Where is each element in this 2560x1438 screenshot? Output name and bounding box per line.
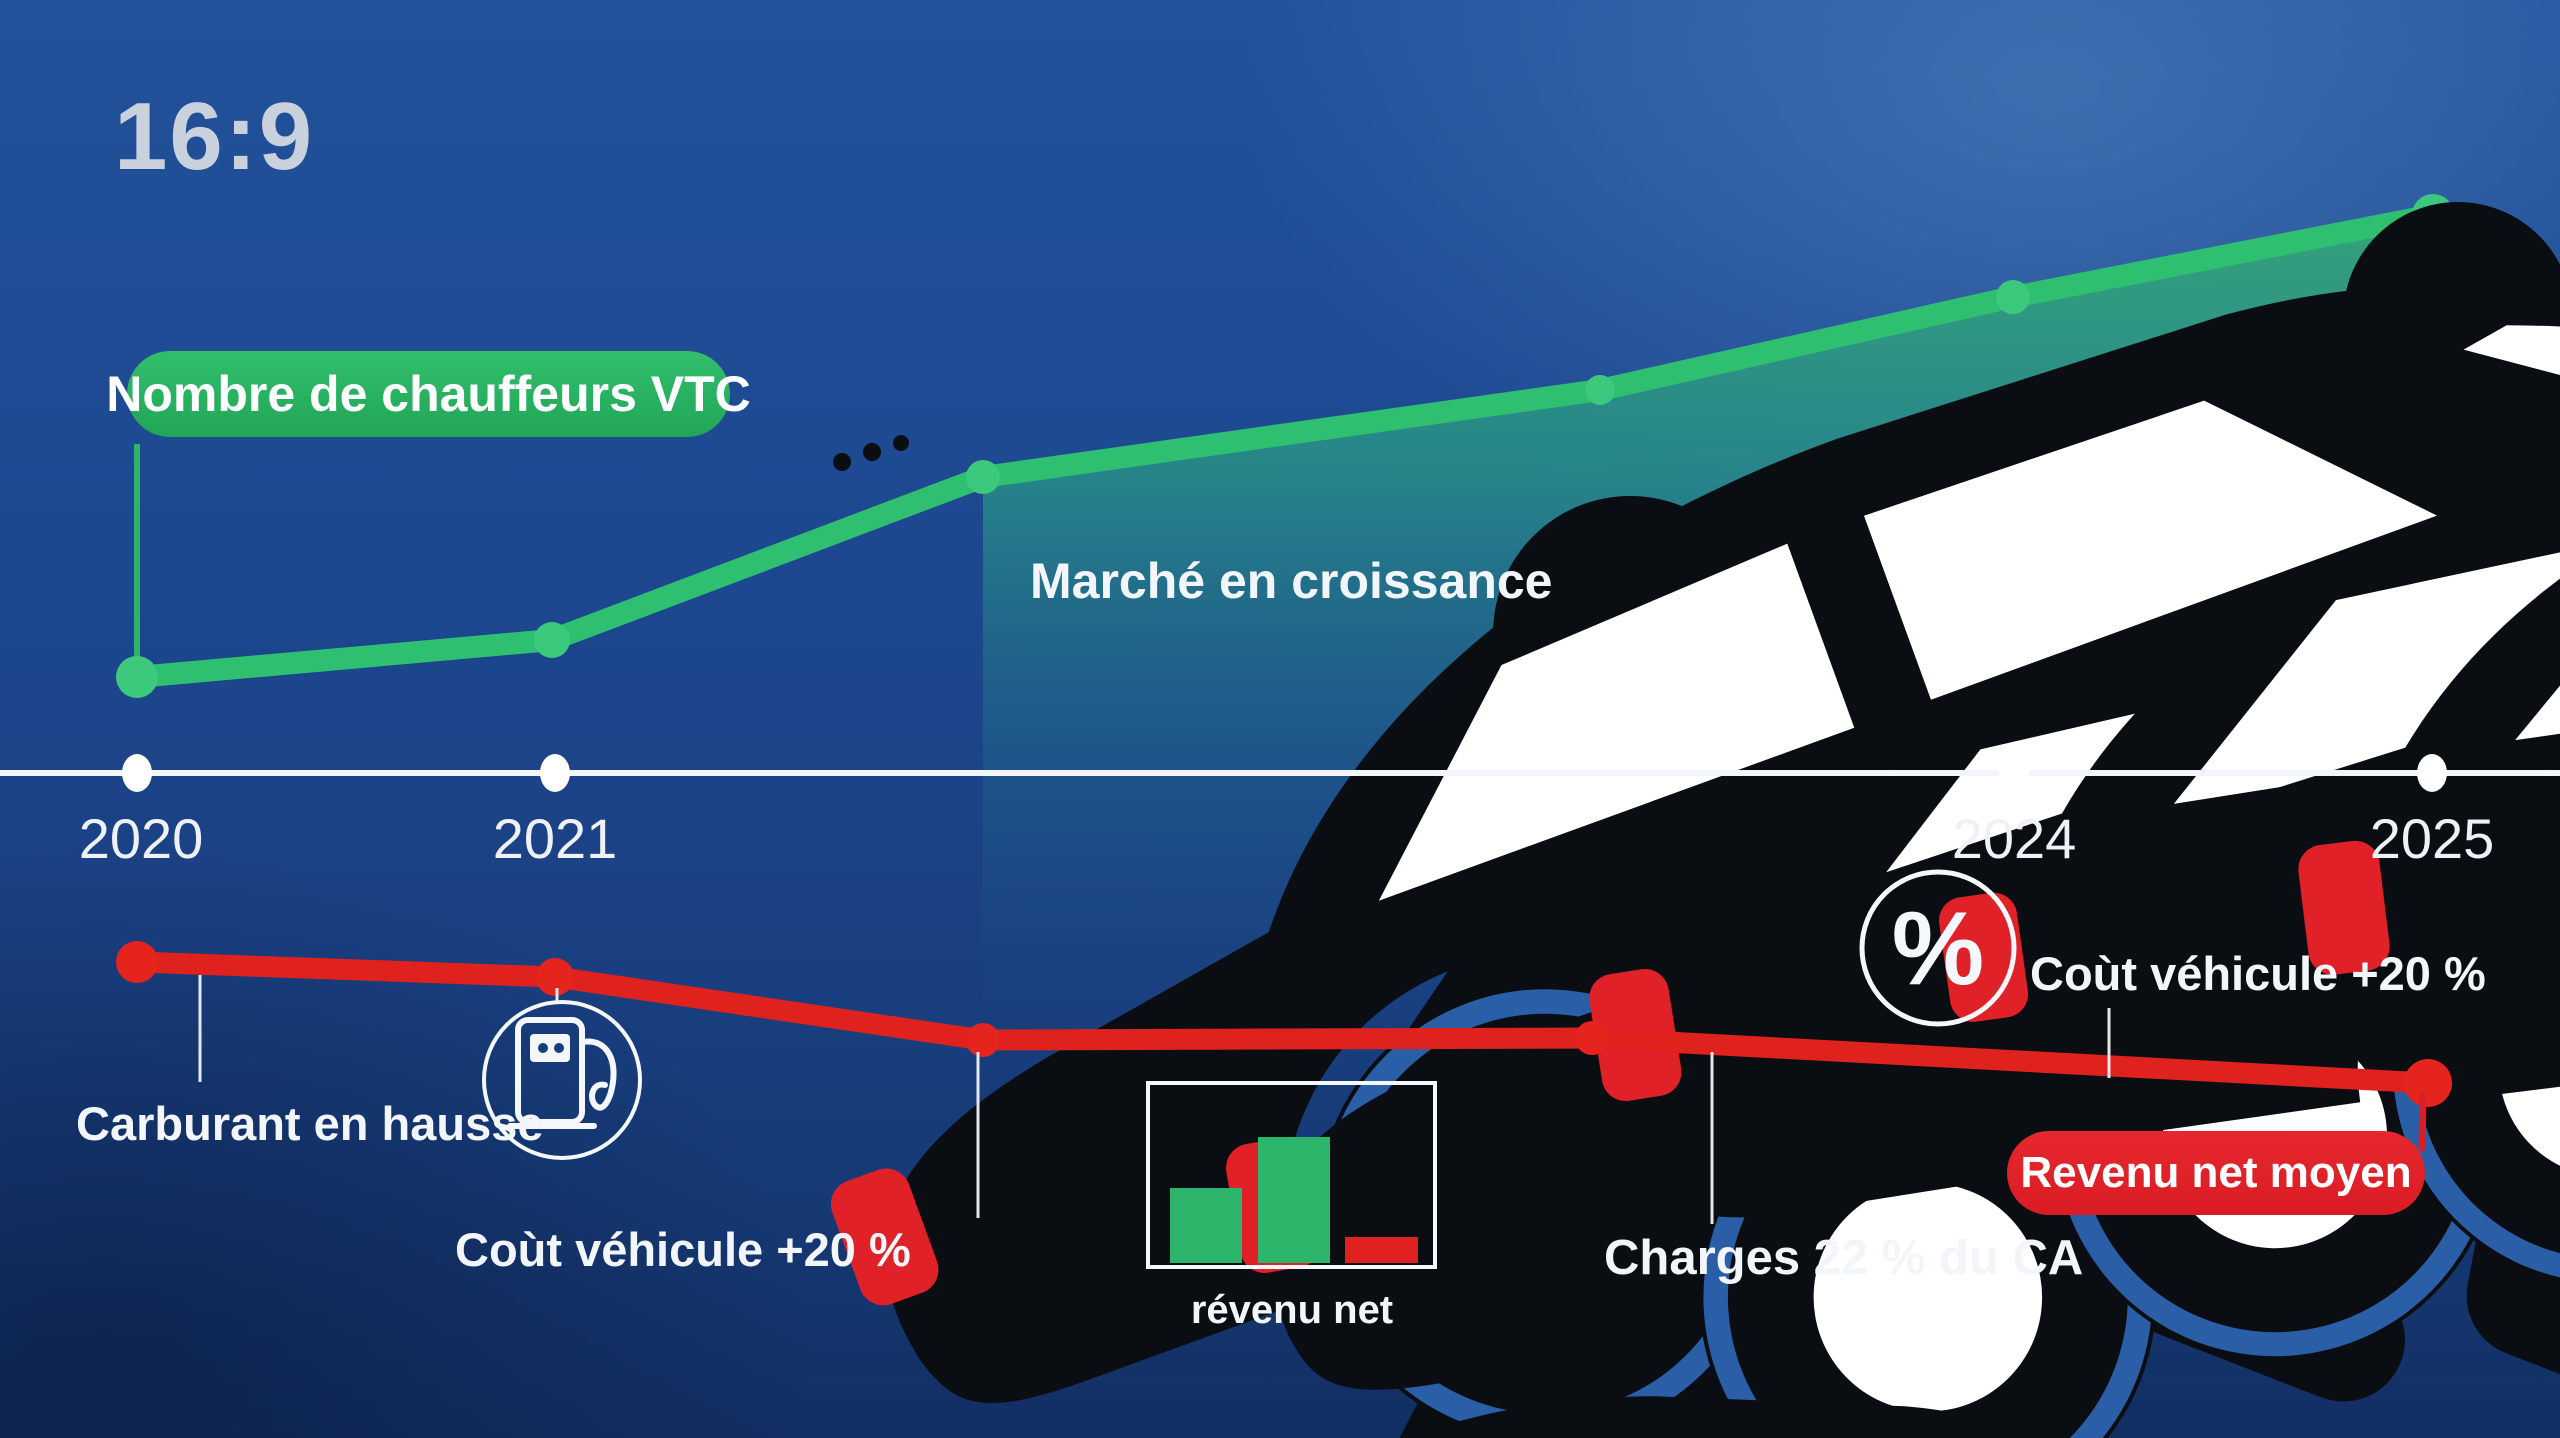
data-point: [1575, 1021, 1609, 1055]
data-point: [536, 958, 574, 996]
timeline-year-2020: 2020: [78, 807, 204, 870]
timeline-tick-dot: [540, 754, 570, 792]
mini-chart-caption: révenu net: [1190, 1288, 1394, 1332]
mini-bar-red: [1345, 1237, 1418, 1263]
fuel-pump-icon: [482, 1000, 642, 1160]
data-point: [116, 941, 158, 983]
vehicle-cost-left-caption: Coùt véhicule +20 %: [455, 1223, 911, 1276]
net-revenue-badge-label: Revenu net moyen: [2020, 1148, 2412, 1197]
data-point: [116, 656, 158, 698]
timeline-year-2021: 2021: [492, 807, 618, 870]
data-point: [1996, 280, 2030, 314]
percent-icon-glyph: %: [1892, 891, 1984, 1007]
drivers-series-badge: Nombre de chauffeurs VTC: [106, 351, 751, 437]
bar-chart-icon: [1146, 1081, 1437, 1269]
timeline-year-2025: 2025: [2369, 807, 2495, 870]
data-point: [966, 1023, 1000, 1057]
ellipsis-dots: [833, 435, 909, 471]
net-revenue-line-series: [116, 941, 2452, 1152]
net-revenue-badge: Revenu net moyen: [2007, 1131, 2425, 1215]
fuel-up-caption: Carburant en hausse: [76, 1097, 544, 1150]
charges-caption: Charges 22 % du CA: [1604, 1231, 2084, 1285]
drivers-series-badge-label: Nombre de chauffeurs VTC: [106, 366, 751, 422]
data-point: [1585, 375, 1615, 405]
data-point: [534, 622, 570, 658]
mini-bar-green-1: [1170, 1188, 1242, 1263]
market-growth-caption: Marché en croissance: [1030, 553, 1553, 609]
mini-bar-green-2: [1258, 1137, 1330, 1263]
annotation-leader-lines: [198, 975, 2111, 1224]
small-car-icon: [921, 1395, 2422, 1438]
data-point: [2404, 1059, 2452, 1107]
vehicle-cost-right-caption: Coùt véhicule +20 %: [2030, 947, 2486, 1000]
timeline-tick-dot: [2417, 754, 2447, 792]
timeline-year-2024: 2024: [1951, 807, 2077, 870]
data-point: [966, 460, 1000, 494]
timeline-tick-dot: [1999, 754, 2029, 792]
timeline-tick-dot: [122, 754, 152, 792]
aspect-ratio-label: 16:9: [114, 83, 315, 190]
timeline-axis: [0, 754, 2560, 792]
drip-mark: [2418, 1092, 2427, 1152]
percent-icon: %: [1859, 869, 2017, 1027]
